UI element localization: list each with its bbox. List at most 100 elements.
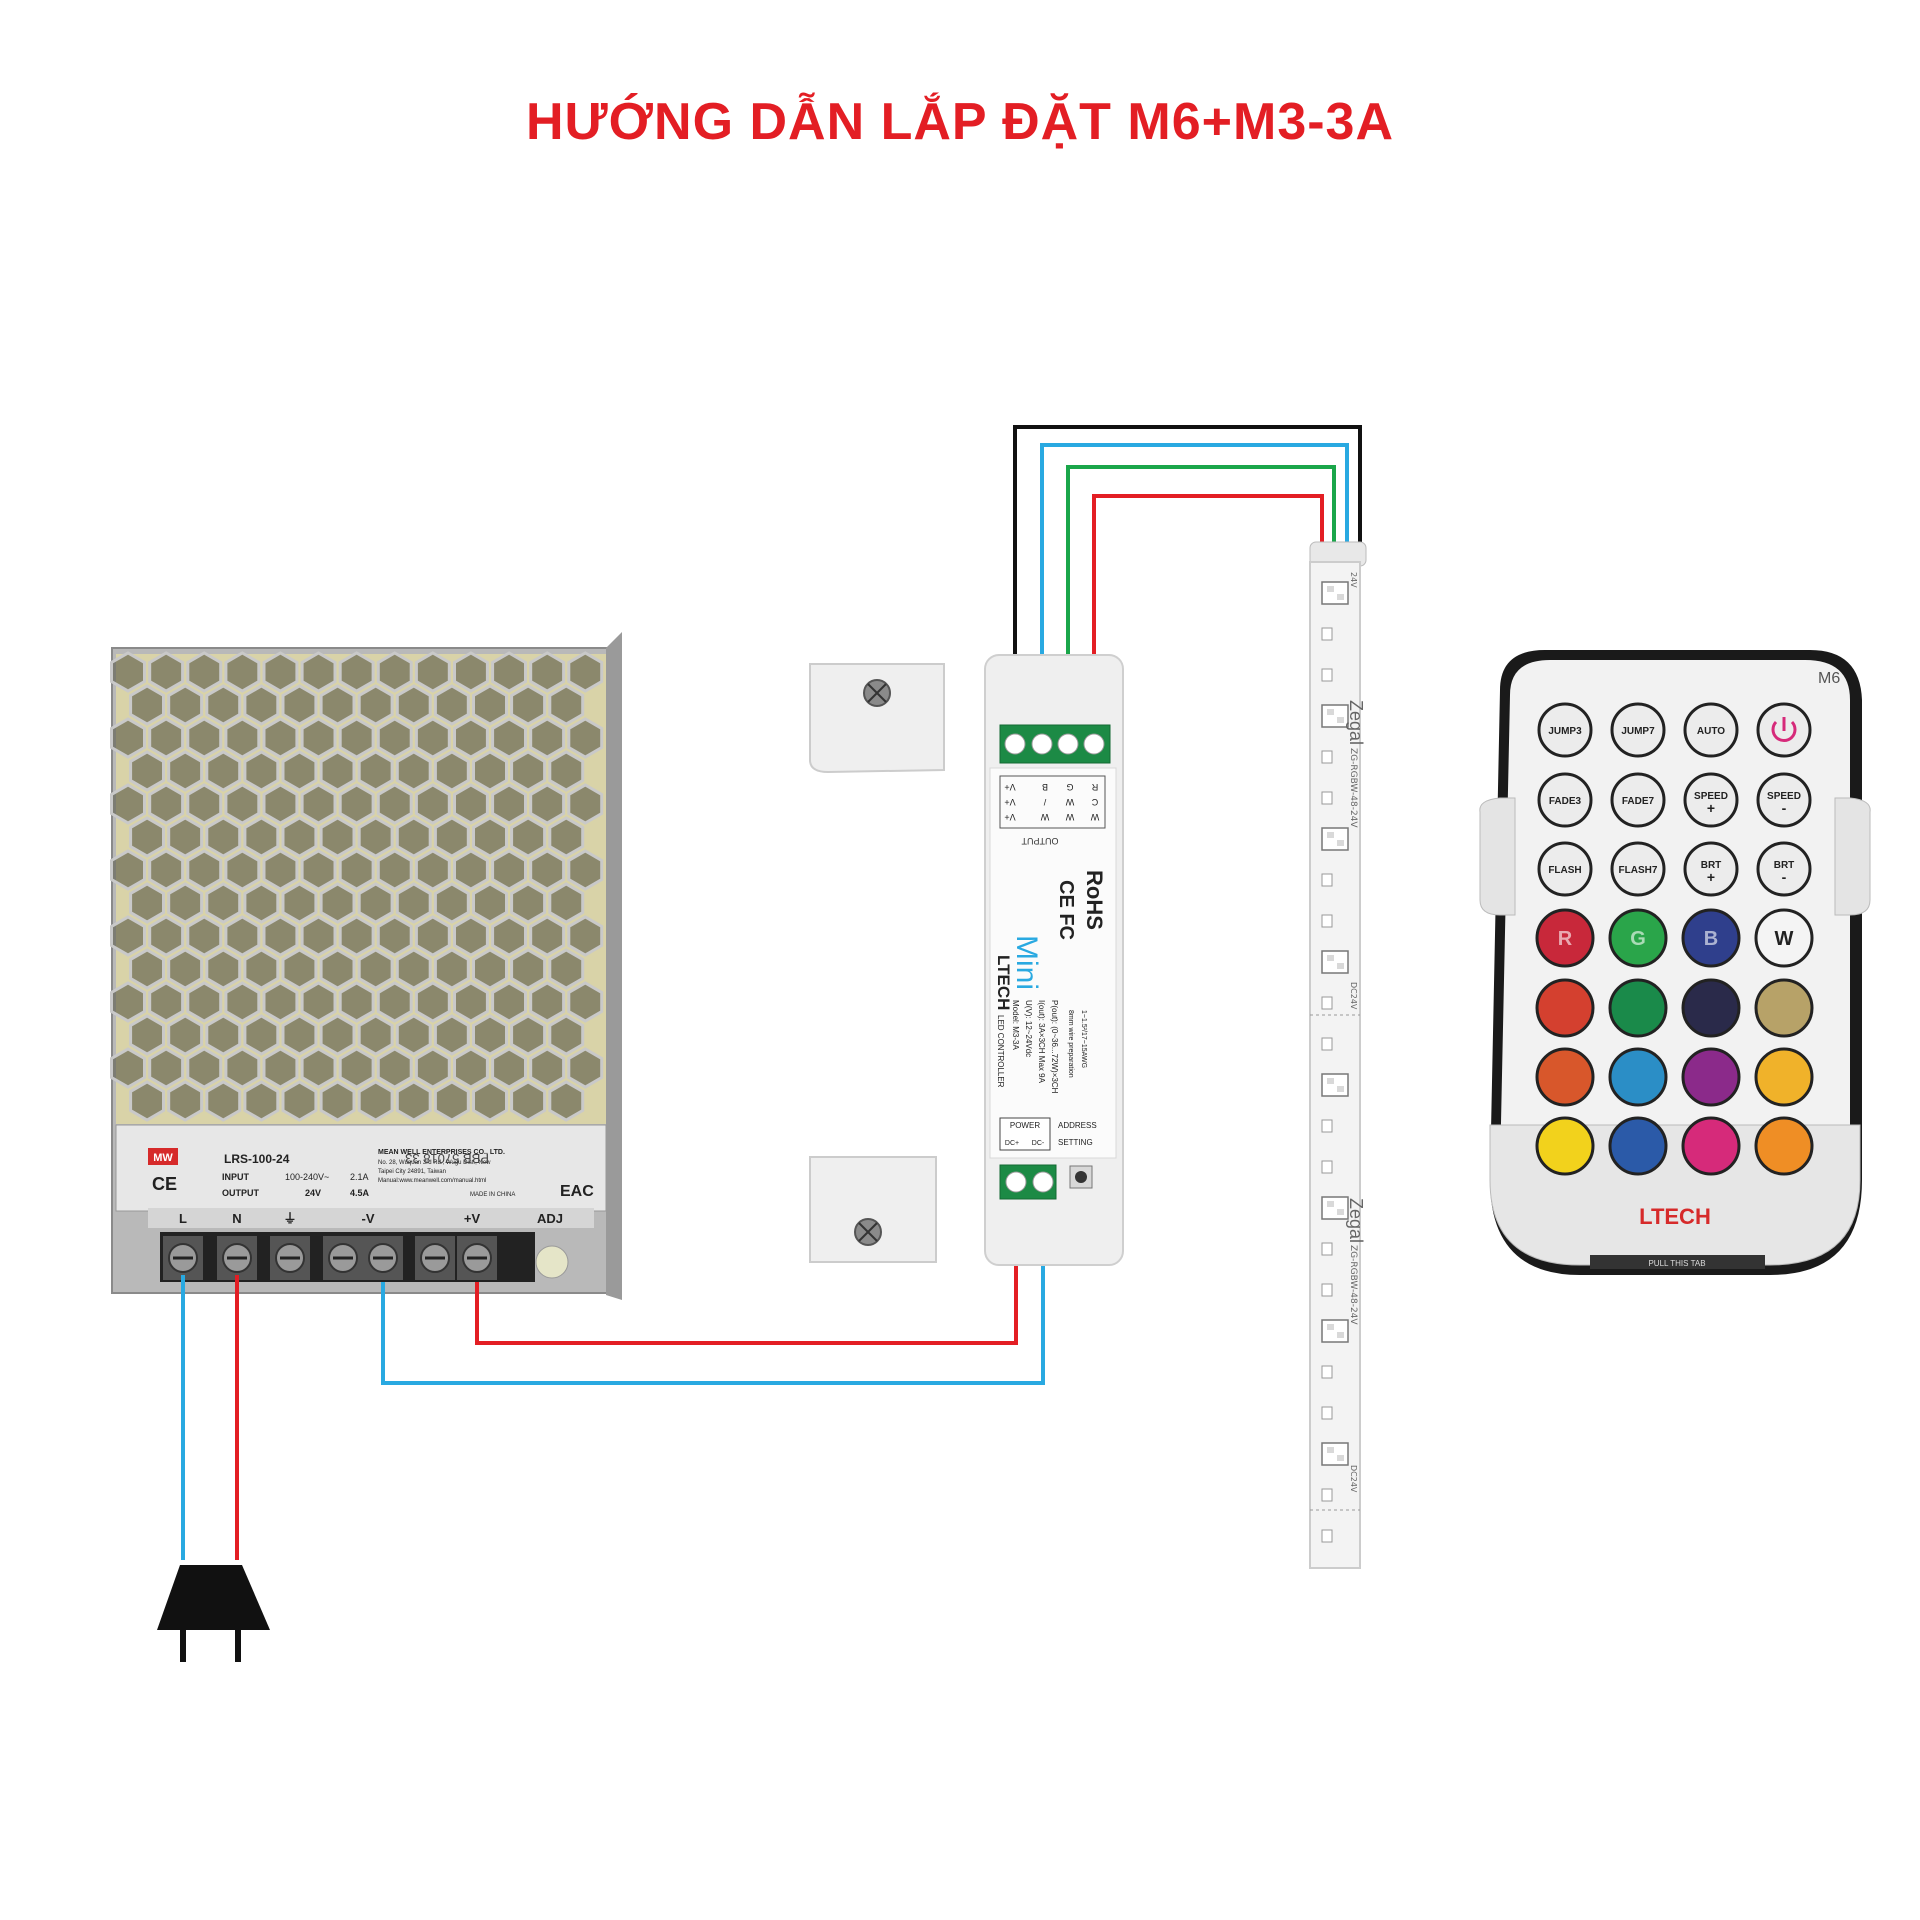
mesh-hole xyxy=(205,948,242,990)
mesh-hole xyxy=(110,981,146,1023)
remote-color-button[interactable] xyxy=(1754,1047,1814,1107)
power-terminal-screw[interactable] xyxy=(1005,1171,1027,1193)
resistor xyxy=(1321,1529,1333,1543)
remote-function-button[interactable] xyxy=(1683,702,1739,758)
remote-button-sign: + xyxy=(1707,869,1715,885)
resistor xyxy=(1321,1037,1333,1051)
remote-color-button[interactable] xyxy=(1754,978,1814,1038)
remote-function-button[interactable] xyxy=(1756,841,1812,897)
resistor xyxy=(1321,1488,1333,1502)
remote-function-button[interactable] xyxy=(1683,841,1739,897)
mini-series: Mini xyxy=(1010,935,1043,990)
remote-button-label: JUMP3 xyxy=(1548,726,1582,737)
mesh-hole xyxy=(376,651,413,693)
remote-function-button[interactable] xyxy=(1610,772,1666,828)
psu-terminal-label: L xyxy=(179,1211,187,1226)
mesh-hole xyxy=(281,684,318,726)
mesh-hole xyxy=(319,750,356,792)
output-terminal-screw[interactable] xyxy=(1057,733,1079,755)
mesh-hole xyxy=(110,783,146,825)
psu-terminal-label: -V xyxy=(362,1211,375,1226)
mesh-hole xyxy=(224,1047,261,1089)
power-terminal-screw[interactable] xyxy=(1032,1171,1054,1193)
psu-manufacturer: MEAN WELL ENTERPRISES CO., LTD. xyxy=(378,1149,505,1156)
mesh-hole xyxy=(205,882,242,924)
mesh-hole xyxy=(491,981,527,1023)
psu-website: Manual:www.meanwell.com/manual.html xyxy=(378,1178,486,1184)
remote-button-label: FADE3 xyxy=(1549,796,1582,807)
mesh-hole xyxy=(414,783,451,825)
mesh-hole xyxy=(110,1047,146,1089)
mesh-hole xyxy=(567,717,604,759)
psu-output-current: 4.5A xyxy=(350,1188,370,1198)
remote-function-button[interactable] xyxy=(1537,841,1593,897)
psu-address-1: No. 28, Wuquan 3rd Rd., Wugu Dist., New xyxy=(378,1160,491,1166)
led-chip xyxy=(1321,704,1349,728)
remote-function-button[interactable] xyxy=(1537,772,1593,828)
mesh-hole xyxy=(357,882,394,924)
mesh-hole xyxy=(167,684,204,726)
remote-color-button[interactable] xyxy=(1608,908,1668,968)
remote-color-button[interactable] xyxy=(1681,1047,1741,1107)
remote-function-button[interactable] xyxy=(1756,772,1812,828)
mesh-hole xyxy=(186,915,223,957)
rohs-mark: RoHS xyxy=(1082,870,1107,930)
mesh-hole xyxy=(338,1047,375,1089)
remote-color-button[interactable] xyxy=(1535,1047,1595,1107)
output-table-cell: / xyxy=(1043,797,1046,807)
remote-function-button[interactable] xyxy=(1610,702,1666,758)
adj-potentiometer[interactable] xyxy=(535,1245,569,1279)
remote-color-button[interactable] xyxy=(1535,978,1595,1038)
mesh-hole xyxy=(224,651,261,693)
mesh-hole xyxy=(148,849,185,891)
mesh-hole xyxy=(376,1047,413,1089)
remote-color-button[interactable] xyxy=(1754,1116,1814,1176)
mesh-hole xyxy=(453,717,489,759)
remote-color-letter: G xyxy=(1630,928,1646,950)
remote-color-button[interactable] xyxy=(1535,1116,1595,1176)
remote-button-sign: - xyxy=(1782,869,1787,885)
wire-dc-negative xyxy=(381,1188,1045,1385)
output-table-cell: W xyxy=(1065,812,1074,822)
remote-color-button[interactable] xyxy=(1681,1116,1741,1176)
remote-color-button[interactable] xyxy=(1535,908,1595,968)
remote-color-button[interactable] xyxy=(1608,1116,1668,1176)
remote-color-button[interactable] xyxy=(1681,908,1741,968)
remote-color-button[interactable] xyxy=(1608,978,1668,1038)
mesh-hole xyxy=(491,1047,527,1089)
mesh-hole xyxy=(205,684,242,726)
mesh-hole xyxy=(205,1080,242,1122)
output-terminal-screw[interactable] xyxy=(1083,733,1105,755)
output-terminal-screw[interactable] xyxy=(1031,733,1053,755)
mesh-hole xyxy=(395,750,432,792)
mesh-hole xyxy=(167,1014,204,1056)
remote-button-label: BRT xyxy=(1774,860,1795,871)
mesh-hole xyxy=(433,882,470,924)
remote-color-letter: W xyxy=(1775,928,1794,950)
mesh-hole xyxy=(567,981,604,1023)
psu-address-2: Taipei City 24891, Taiwan xyxy=(378,1169,446,1175)
mesh-hole xyxy=(205,750,242,792)
mesh-hole xyxy=(357,684,394,726)
remote-color-button[interactable] xyxy=(1681,978,1741,1038)
mesh-hole xyxy=(548,816,585,858)
controller-awg: 1~1.5²/17~15AWG xyxy=(1080,1010,1087,1068)
resistor xyxy=(1321,668,1333,682)
mesh-hole xyxy=(433,684,470,726)
remote-color-button[interactable] xyxy=(1754,908,1814,968)
mesh-hole xyxy=(357,750,394,792)
mesh-hole xyxy=(243,684,280,726)
mesh-hole xyxy=(281,816,318,858)
mesh-hole xyxy=(472,816,508,858)
remote-color-button[interactable] xyxy=(1608,1047,1668,1107)
mesh-hole xyxy=(414,981,451,1023)
output-table-cell: W xyxy=(1065,797,1074,807)
remote-function-button[interactable] xyxy=(1537,702,1593,758)
output-table-cell: B xyxy=(1042,782,1048,792)
remote-function-button[interactable] xyxy=(1683,772,1739,828)
wire-red-channel xyxy=(1092,494,1324,740)
output-terminal-screw[interactable] xyxy=(1004,733,1026,755)
remote-function-button[interactable] xyxy=(1610,841,1666,897)
power-icon xyxy=(1771,720,1797,742)
mesh-hole xyxy=(319,882,356,924)
